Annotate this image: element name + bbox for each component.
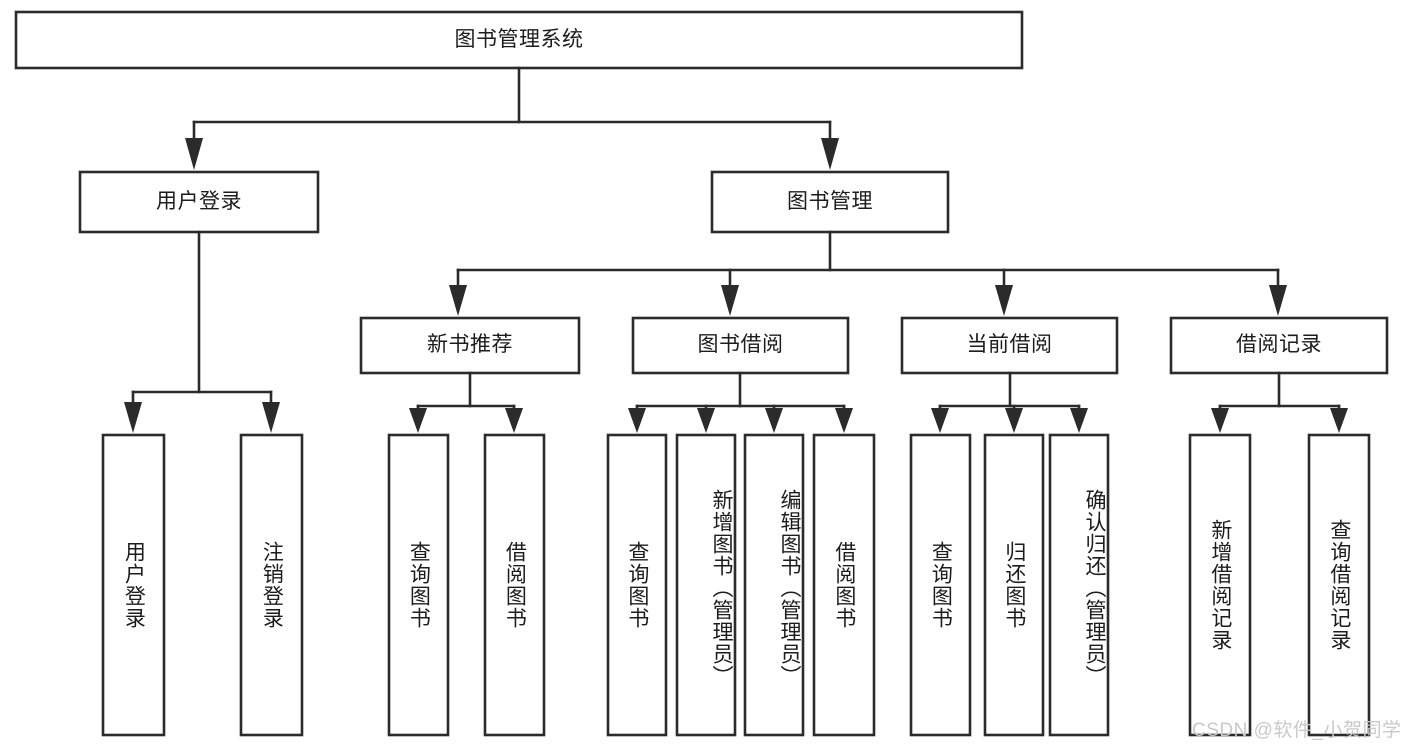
node-box-leaf-query-book-a[interactable] [387, 433, 450, 737]
node-box-leaf-edit-book[interactable] [743, 433, 805, 737]
arrow-to-leaf-edit-book [765, 408, 783, 433]
node-box-leaf-add-book[interactable] [675, 433, 737, 737]
node-box-leaf-logout[interactable] [239, 433, 304, 737]
arrow-to-leaf-query-book-b [628, 408, 646, 433]
node-box-leaf-query-record[interactable] [1307, 433, 1371, 737]
arrow-to-leaf-logout [262, 402, 280, 433]
node-box-leaf-confirm-return[interactable] [1048, 433, 1110, 737]
arrow-to-leaf-query-book-c [931, 408, 949, 433]
node-box-borrow-record[interactable] [1169, 316, 1389, 375]
node-box-current-borrow[interactable] [900, 316, 1119, 375]
arrow-to-leaf-add-record [1211, 408, 1229, 433]
arrow-to-book-mgmt [821, 138, 839, 170]
arrow-to-leaf-borrow-book-b [835, 408, 853, 433]
node-box-leaf-return-book[interactable] [983, 433, 1045, 737]
arrow-to-user-login [185, 138, 203, 170]
node-box-leaf-borrow-book-a[interactable] [483, 433, 546, 737]
node-box-leaf-add-record[interactable] [1188, 433, 1252, 737]
node-box-user-login[interactable] [78, 170, 320, 234]
arrow-to-leaf-query-record [1330, 408, 1348, 433]
arrow-to-leaf-confirm-return [1070, 408, 1088, 433]
arrow-to-new-book-rec [449, 285, 467, 316]
node-box-book-borrow[interactable] [631, 316, 850, 375]
node-box-leaf-borrow-book-b[interactable] [812, 433, 876, 737]
arrow-to-leaf-return-book [1005, 408, 1023, 433]
watermark-text: CSDN @软件_小贺同学 [1192, 720, 1402, 741]
node-box-book-mgmt[interactable] [710, 170, 950, 234]
arrow-to-leaf-query-book-a [409, 408, 427, 433]
arrow-to-borrow-record [1269, 285, 1287, 316]
node-box-leaf-query-book-c[interactable] [909, 433, 972, 737]
node-box-leaf-query-book-b[interactable] [606, 433, 668, 737]
node-box-new-book-rec[interactable] [359, 316, 581, 375]
arrow-to-leaf-borrow-book-a [505, 408, 523, 433]
arrow-to-leaf-add-book [697, 408, 715, 433]
arrow-to-leaf-user-login [124, 402, 142, 433]
arrow-to-book-borrow [721, 285, 739, 316]
node-box-root[interactable] [14, 10, 1024, 70]
node-box-leaf-user-login[interactable] [101, 433, 166, 737]
arrow-to-current-borrow [995, 285, 1013, 316]
